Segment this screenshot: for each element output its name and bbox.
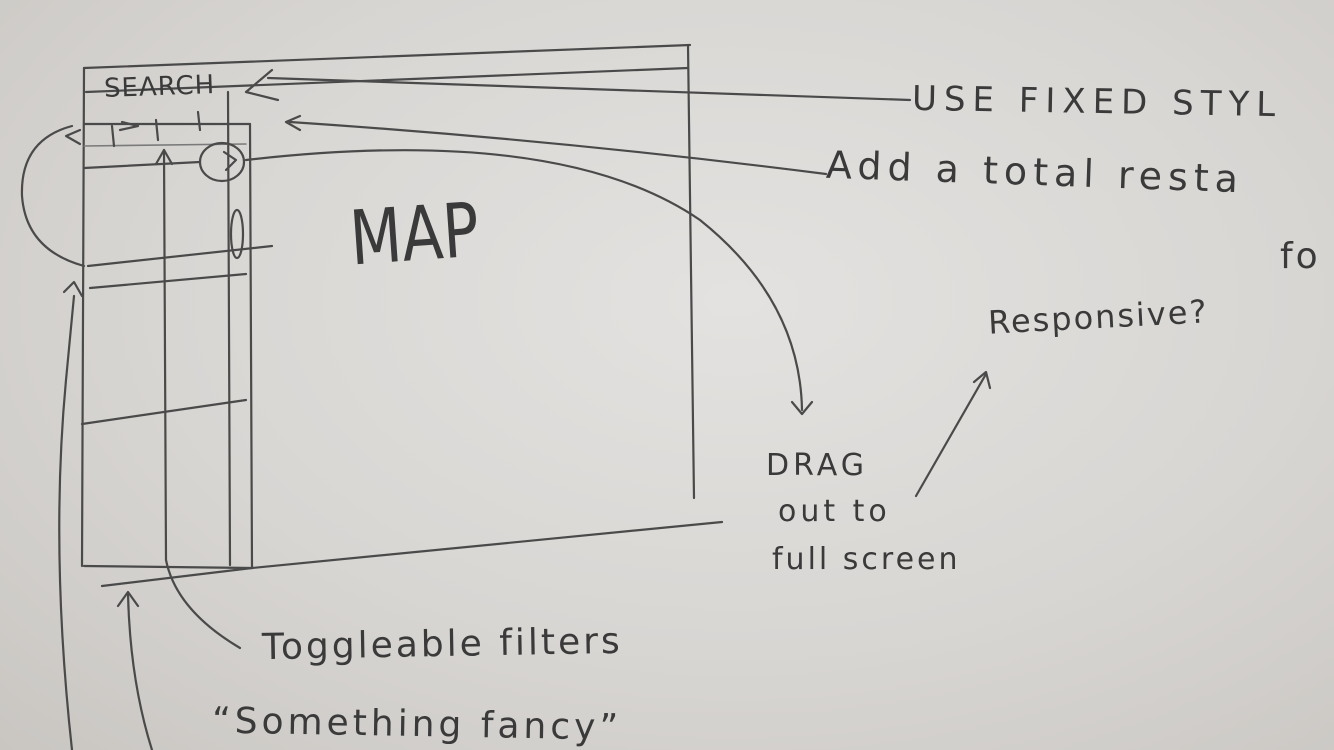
map-label: MAP (347, 186, 482, 284)
note-drag-line3: full screen (772, 542, 961, 577)
note-something-fancy: “Something fancy” (211, 700, 623, 749)
drag-toggle-arrow (222, 150, 238, 172)
scroll-handle (229, 208, 245, 260)
note-toggleable-filters: Toggleable filters (261, 620, 624, 669)
annotation-arrows (20, 68, 992, 750)
note-drag-line2: out to (778, 494, 891, 529)
note-fixed-style: USE FIXED STYL (911, 78, 1283, 126)
sidebar-panel (80, 90, 724, 588)
filter-tabs (83, 110, 247, 148)
drag-toggle-circle (198, 141, 246, 183)
app-frame (80, 43, 696, 568)
note-drag-line1: DRAG (766, 448, 868, 483)
note-total-restaurants-cont: fo (1280, 236, 1321, 277)
search-label: SEARCH (103, 70, 216, 104)
